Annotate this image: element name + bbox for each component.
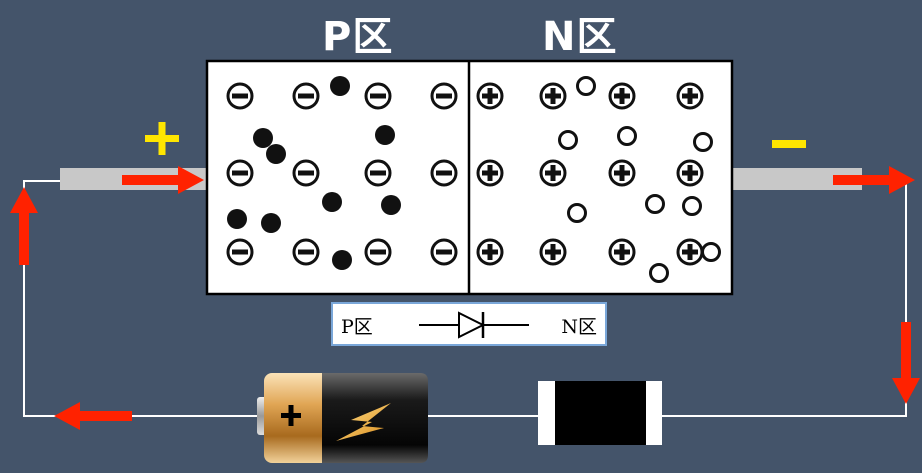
electron-dot bbox=[253, 128, 273, 148]
plus-terminal-sign bbox=[145, 122, 179, 155]
hole-ring bbox=[576, 76, 596, 96]
acceptor-ion-icon bbox=[430, 82, 458, 110]
donor-ion-icon bbox=[539, 159, 567, 187]
donor-ion-icon bbox=[539, 238, 567, 266]
acceptor-ion-icon bbox=[292, 159, 320, 187]
donor-ion-icon bbox=[608, 159, 636, 187]
p-region-title: P区 bbox=[322, 14, 394, 60]
electron-dot bbox=[330, 76, 350, 96]
acceptor-ion-icon bbox=[292, 238, 320, 266]
battery-icon bbox=[257, 373, 428, 463]
donor-ion-icon bbox=[476, 238, 504, 266]
donor-ion-icon bbox=[539, 82, 567, 110]
electron-dot bbox=[381, 195, 401, 215]
acceptor-ion-icon bbox=[364, 238, 392, 266]
hole-ring bbox=[617, 126, 637, 146]
donor-ion-icon bbox=[608, 238, 636, 266]
current-arrow-icon bbox=[54, 402, 132, 430]
current-arrow-icon bbox=[892, 322, 920, 404]
hole-ring bbox=[693, 132, 713, 152]
acceptor-ion-icon bbox=[430, 238, 458, 266]
donor-ion-icon bbox=[608, 82, 636, 110]
electron-dot bbox=[227, 209, 247, 229]
electron-dot bbox=[332, 250, 352, 270]
hole-ring bbox=[645, 194, 665, 214]
right-lead bbox=[732, 168, 862, 190]
current-arrow-icon bbox=[122, 166, 204, 194]
legend-p-label: P区 bbox=[341, 316, 373, 338]
legend-n-label: N区 bbox=[561, 316, 597, 338]
donor-ion-icon bbox=[676, 238, 704, 266]
hole-ring bbox=[649, 263, 669, 283]
hole-ring bbox=[682, 196, 702, 216]
acceptor-ion-icon bbox=[226, 82, 254, 110]
diode-component bbox=[538, 381, 662, 445]
lightning-icon bbox=[336, 403, 391, 441]
current-arrow-icon bbox=[10, 187, 38, 265]
acceptor-ion-icon bbox=[364, 82, 392, 110]
n-region-title: N区 bbox=[542, 14, 618, 60]
donor-ion-icon bbox=[476, 159, 504, 187]
electron-dot bbox=[261, 213, 281, 233]
hole-ring bbox=[701, 242, 721, 262]
acceptor-ion-icon bbox=[430, 159, 458, 187]
current-arrow-icon bbox=[833, 166, 915, 194]
battery-plus-icon bbox=[281, 405, 301, 426]
hole-ring bbox=[567, 203, 587, 223]
acceptor-ion-icon bbox=[364, 159, 392, 187]
electron-dot bbox=[375, 125, 395, 145]
electron-dot bbox=[266, 144, 286, 164]
donor-ion-icon bbox=[476, 82, 504, 110]
hole-ring bbox=[558, 130, 578, 150]
donor-ion-icon bbox=[676, 82, 704, 110]
diode-symbol-legend: P区 N区 bbox=[331, 302, 607, 346]
diode-icon bbox=[419, 311, 529, 339]
minus-terminal-sign bbox=[772, 140, 806, 148]
acceptor-ion-icon bbox=[226, 238, 254, 266]
electron-dot bbox=[322, 192, 342, 212]
acceptor-ion-icon bbox=[292, 82, 320, 110]
donor-ion-icon bbox=[676, 159, 704, 187]
acceptor-ion-icon bbox=[226, 159, 254, 187]
